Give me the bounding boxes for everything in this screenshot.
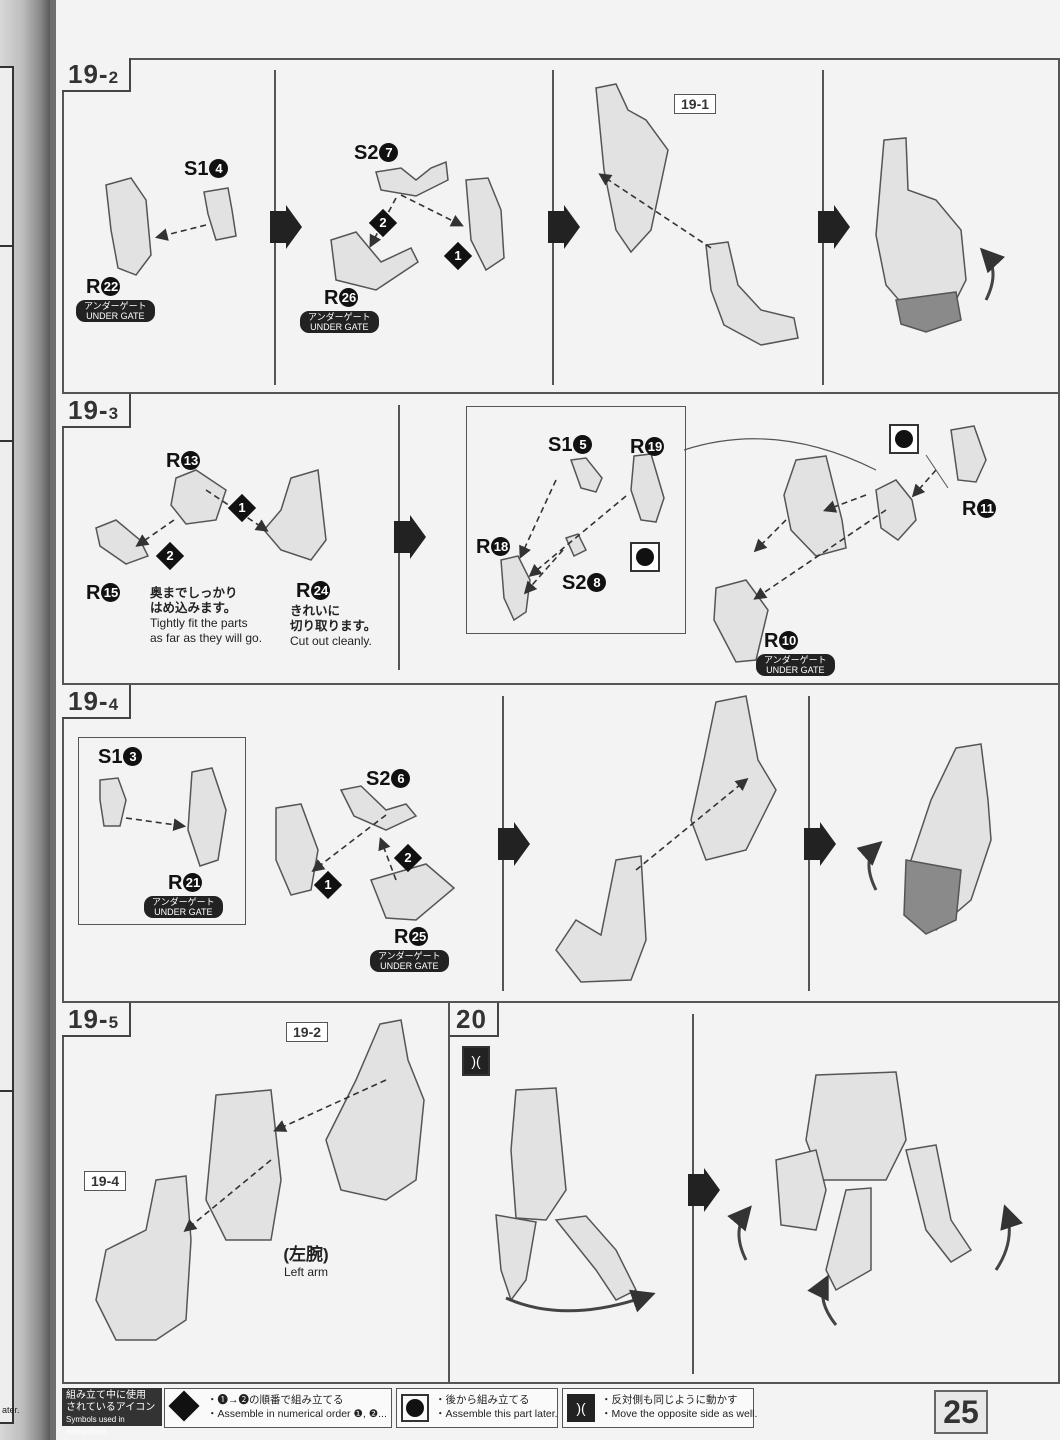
step-19-3: 19-3 [62, 394, 132, 428]
spine-box [0, 1090, 14, 1424]
row-divider [62, 392, 1060, 394]
col-divider [448, 1001, 450, 1384]
order-marker-label: 2 [166, 548, 174, 563]
next-step-arrow [394, 515, 426, 559]
spine-box [0, 245, 14, 449]
row-divider [62, 1001, 1060, 1003]
order-marker-label: 1 [324, 877, 332, 892]
move-opposite-side-icon: )( [462, 1046, 490, 1076]
spine-box [0, 440, 14, 1094]
assembly-artwork [95, 83, 1024, 1341]
row-divider [62, 683, 1060, 685]
next-step-arrow [498, 822, 530, 866]
step-20: 20 [450, 1003, 499, 1037]
ref-19-1: 19-1 [674, 94, 717, 114]
next-step-arrow [270, 205, 302, 249]
order-marker-label: 2 [379, 215, 387, 230]
next-step-arrow [818, 205, 850, 249]
assemble-later-icon [401, 1394, 429, 1422]
legend-opposite: )( ・反対側も同じように動かす・Move the opposite side … [562, 1388, 757, 1428]
part-shape [105, 177, 152, 276]
assemble-later-icon [889, 424, 919, 454]
instruction-frame [62, 58, 1060, 1384]
next-step-arrow [804, 822, 836, 866]
order-marker-label: 1 [454, 248, 462, 263]
move-opposite-side-icon: )( [567, 1394, 595, 1422]
step-19-2: 19-2 [62, 58, 132, 92]
order-marker-label: 1 [238, 500, 246, 515]
page-number: 25 [934, 1390, 988, 1434]
spine-text: ater. [2, 1405, 20, 1415]
ref-19-2: 19-2 [286, 1022, 329, 1042]
inset-box [466, 406, 686, 634]
assemble-later-icon [630, 542, 660, 572]
step-19-5: 19-5 [62, 1003, 132, 1037]
next-step-arrow [548, 205, 580, 249]
order-diamond-icon [168, 1390, 200, 1422]
legend-order: ・❶→❷の順番で組み立てる・Assemble in numerical orde… [164, 1388, 392, 1428]
instruction-page: 19-2 19-3 19-4 19-5 20 19-1 19-2 19-4 [56, 0, 1060, 1440]
cut-clean-note: きれいに切り取ります。 Cut out cleanly. [290, 604, 377, 648]
order-marker-label: 2 [404, 850, 412, 865]
inset-box [78, 737, 246, 925]
step-19-4: 19-4 [62, 685, 132, 719]
ref-19-4: 19-4 [84, 1171, 127, 1191]
book-spine: ater. [0, 0, 50, 1440]
legend-later: ・後から組み立てる・Assemble this part later. [396, 1388, 558, 1428]
left-arm-label: (左腕)Left arm [283, 1245, 329, 1279]
next-step-arrow [688, 1168, 720, 1212]
